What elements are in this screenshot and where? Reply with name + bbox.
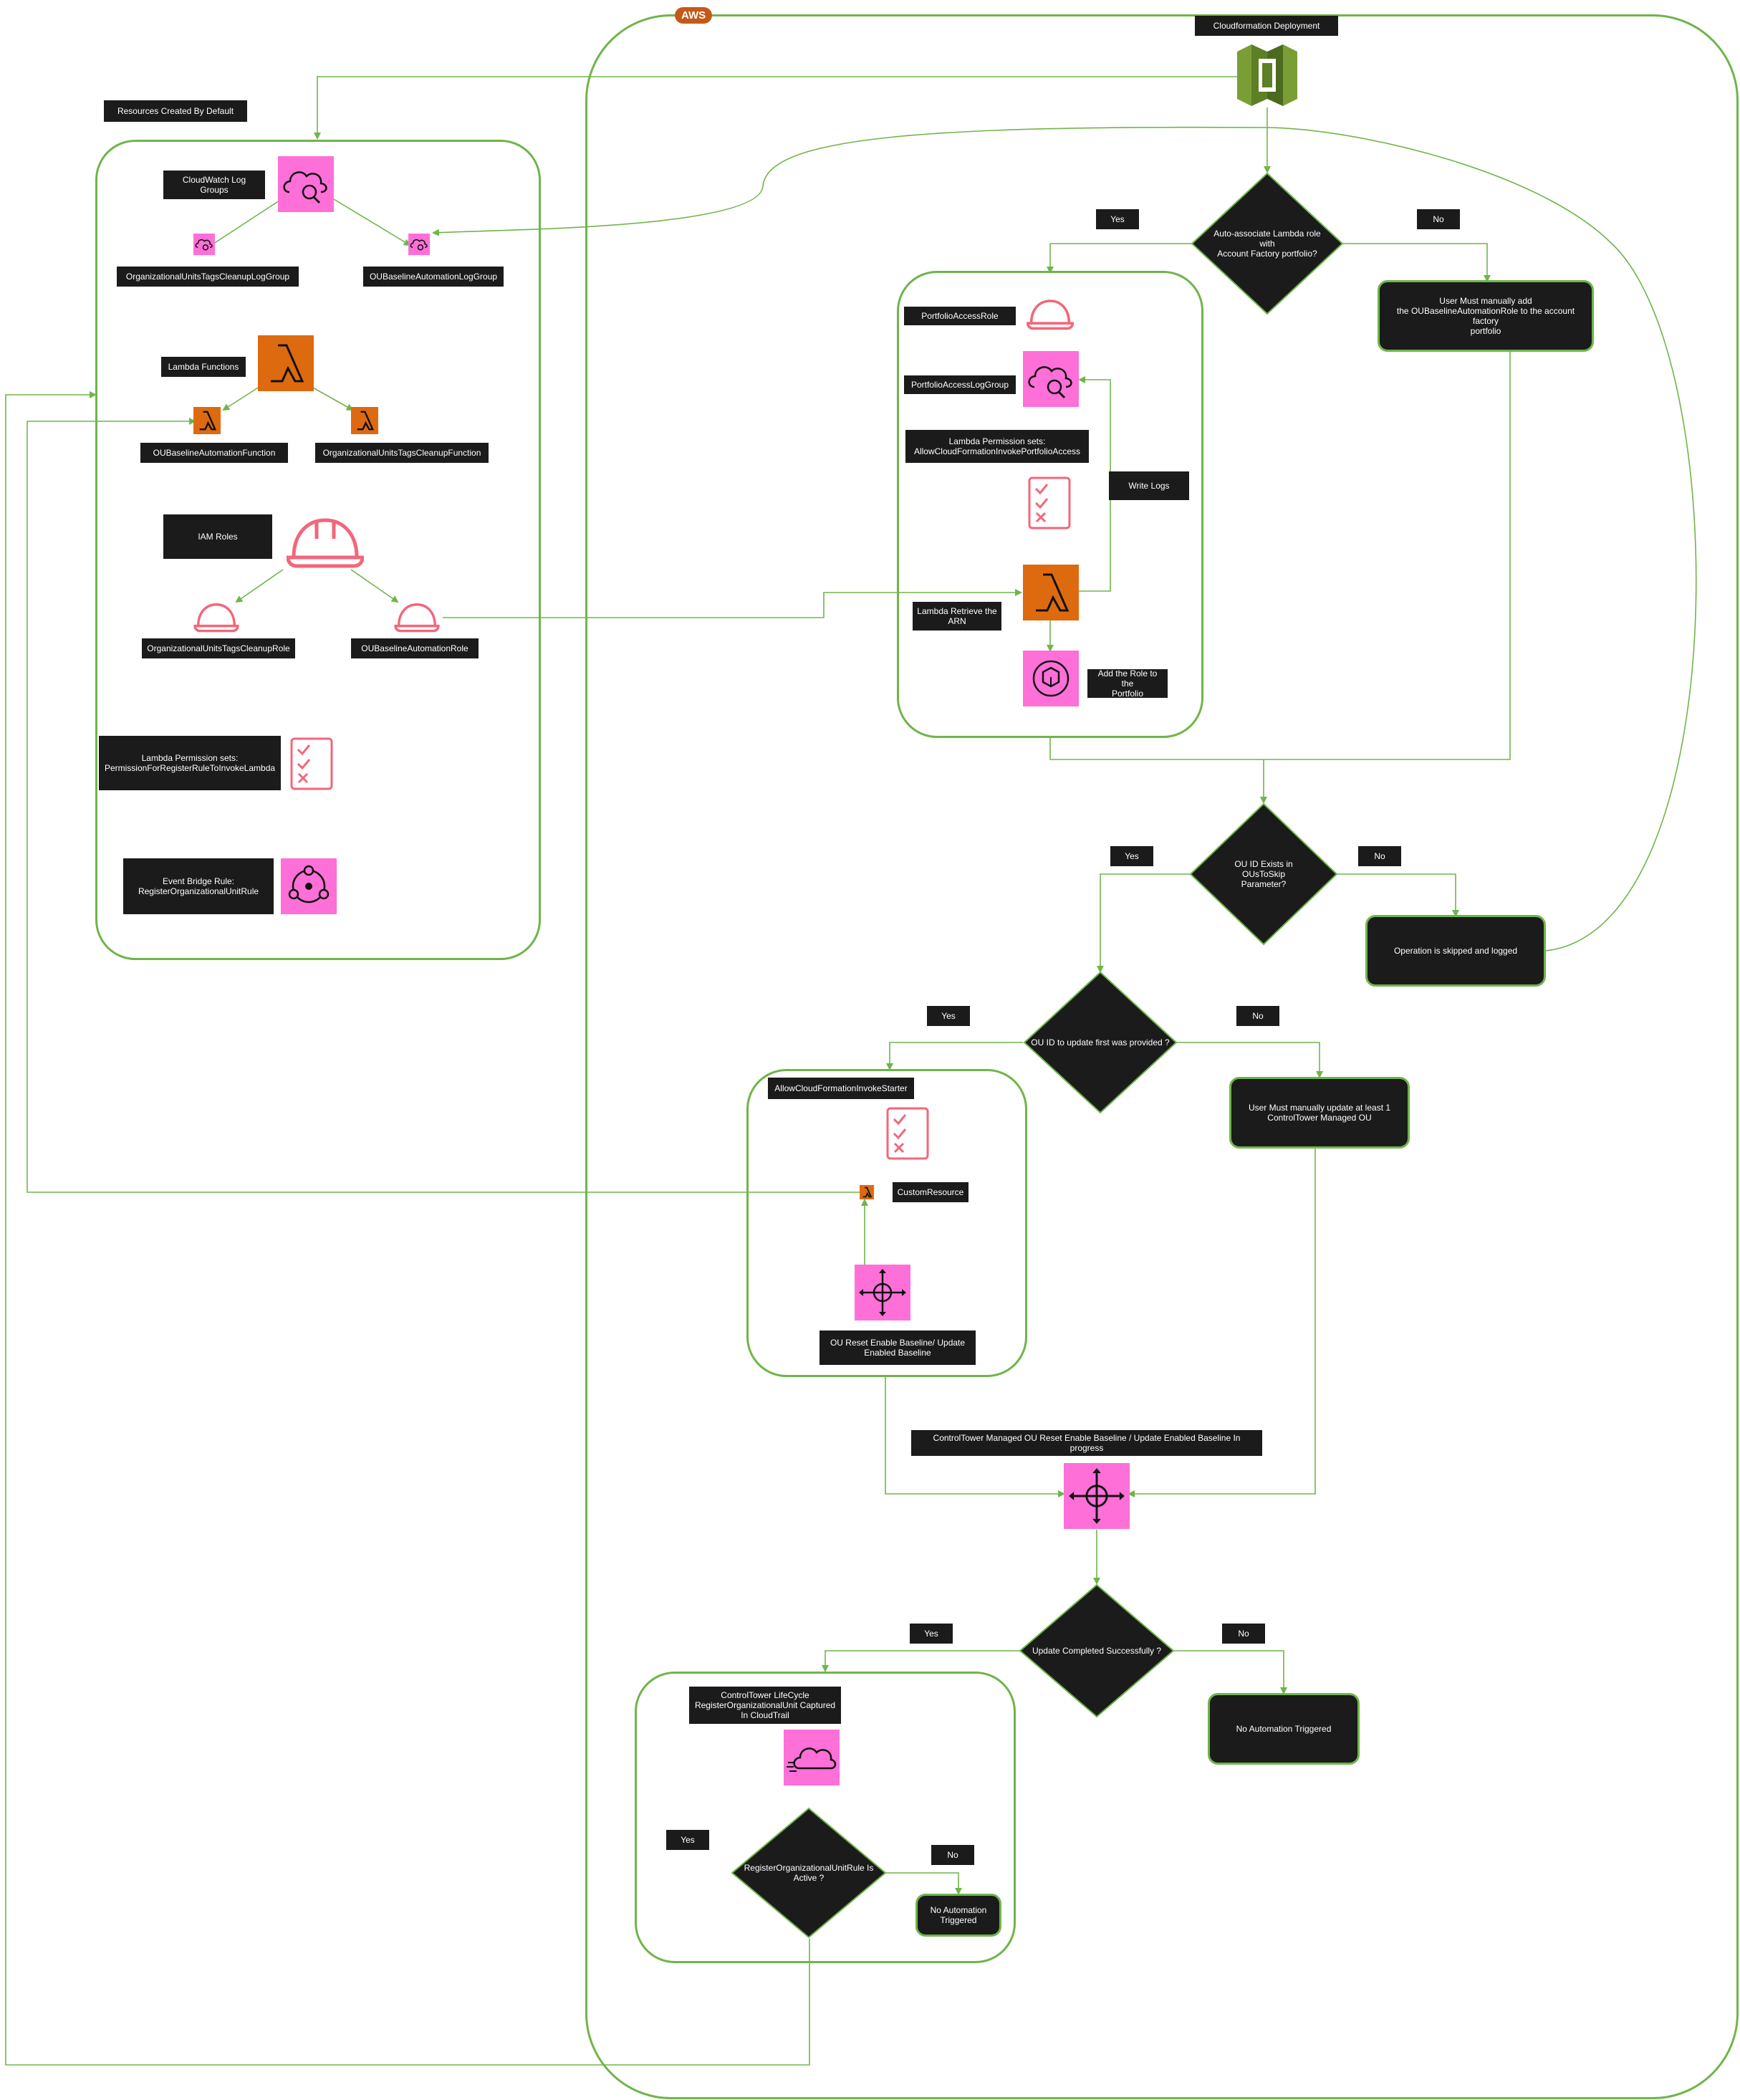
yes-label-2: Yes — [1110, 846, 1153, 866]
lambda-icon — [258, 335, 314, 391]
iam-role-icon — [287, 513, 364, 570]
starter-permission-icon — [885, 1106, 930, 1161]
iam-roles-label: IAM Roles — [163, 514, 272, 559]
portfolio-permission-label: Lambda Permission sets: AllowCloudFormat… — [905, 430, 1089, 463]
no-label-3: No — [1236, 1006, 1279, 1026]
baseline-function-icon — [193, 407, 221, 434]
ou-reset-label: OU Reset Enable Baseline/ Update Enabled… — [819, 1331, 976, 1365]
manual-update-box: User Must manually update at least 1 Con… — [1229, 1077, 1410, 1149]
manual-add-box: User Must manually add the OUBaselineAut… — [1378, 280, 1594, 352]
cleanup-log-group-icon — [193, 234, 215, 255]
cfn-deployment-label: Cloudformation Deployment — [1195, 16, 1338, 36]
custom-resource-label: CustomResource — [893, 1182, 968, 1202]
register-permission-icon — [289, 737, 334, 791]
retrieve-arn-label: Lambda Retrieve the ARN — [913, 602, 1001, 631]
decision-auto-associate: Auto-associate Lambda role with Account … — [1191, 172, 1344, 315]
portfolio-role-label: PortfolioAccessRole — [904, 307, 1016, 325]
cloudwatch-log-groups-label: CloudWatch Log Groups — [163, 171, 265, 199]
yes-label-4: Yes — [910, 1624, 953, 1644]
resources-default-label: Resources Created By Default — [104, 100, 247, 122]
no-label-1: No — [1417, 209, 1460, 229]
starter-frame — [746, 1069, 1027, 1377]
custom-resource-lambda-icon — [860, 1185, 874, 1199]
write-logs-label: Write Logs — [1109, 471, 1189, 500]
eventbridge-icon — [281, 858, 337, 914]
portfolio-permission-icon — [1027, 476, 1072, 530]
no-label-2: No — [1358, 846, 1401, 866]
baseline-role-icon — [391, 600, 443, 633]
aws-cloud-frame — [585, 14, 1739, 2099]
lifecycle-frame — [635, 1672, 1016, 1963]
decision-ou-first: OU ID to update first was provided ? — [1023, 971, 1178, 1114]
no-automation-box-2: No Automation Triggered — [915, 1894, 1001, 1937]
decision-rule-active: RegisterOrganizationalUnitRule Is Active… — [731, 1807, 887, 1939]
portfolio-role-icon — [1023, 297, 1077, 331]
service-catalog-icon — [1023, 651, 1079, 706]
baseline-role-label: OUBaselineAutomationRole — [351, 638, 479, 658]
baseline-log-group-icon — [408, 234, 430, 255]
lifecycle-label: ControlTower LifeCycle RegisterOrganizat… — [689, 1687, 841, 1724]
cloudwatch-icon — [278, 156, 334, 212]
cleanup-function-label: OrganizationalUnitsTagsCleanupFunction — [315, 443, 489, 463]
cloudformation-icon — [1237, 42, 1297, 109]
decision-ou-skip: OU ID Exists in OUsToSkip Parameter? — [1189, 802, 1338, 946]
portfolio-lambda-icon — [1023, 565, 1079, 620]
skipped-box: Operation is skipped and logged — [1365, 915, 1546, 987]
yes-label-5: Yes — [666, 1830, 709, 1850]
cleanup-function-icon — [351, 407, 378, 434]
eventbridge-rule-label: Event Bridge Rule: RegisterOrganizationa… — [123, 858, 274, 914]
cloudtrail-icon — [784, 1730, 840, 1785]
baseline-log-group-label: OUBaselineAutomationLogGroup — [363, 267, 504, 287]
add-role-label: Add the Role to the Portfolio — [1087, 668, 1168, 699]
ct-progress-icon — [1064, 1463, 1130, 1529]
yes-label-1: Yes — [1096, 209, 1139, 229]
default-resources-frame — [95, 140, 541, 960]
cleanup-log-group-label: OrganizationalUnitsTagsCleanupLogGroup — [117, 267, 299, 287]
register-permission-label: Lambda Permission sets: PermissionForReg… — [99, 736, 281, 790]
portfolio-log-icon — [1023, 351, 1079, 407]
lambda-functions-label: Lambda Functions — [161, 357, 246, 377]
aws-badge: AWS — [675, 7, 713, 24]
control-tower-icon — [855, 1265, 910, 1320]
no-automation-box-1: No Automation Triggered — [1208, 1693, 1360, 1765]
baseline-function-label: OUBaselineAutomationFunction — [140, 443, 288, 463]
portfolio-log-label: PortfolioAccessLogGroup — [904, 375, 1016, 394]
decision-update-success: Update Completed Successfully ? — [1019, 1583, 1175, 1718]
allow-starter-label: AllowCloudFormationInvokeStarter — [768, 1078, 914, 1099]
ct-progress-label: ControlTower Managed OU Reset Enable Bas… — [911, 1430, 1262, 1456]
no-label-5: No — [931, 1845, 974, 1865]
yes-label-3: Yes — [927, 1006, 970, 1026]
no-label-4: No — [1222, 1624, 1265, 1644]
portfolio-frame — [897, 271, 1203, 738]
cleanup-role-label: OrganizationalUnitsTagsCleanupRole — [142, 638, 295, 658]
cleanup-role-icon — [191, 600, 242, 633]
